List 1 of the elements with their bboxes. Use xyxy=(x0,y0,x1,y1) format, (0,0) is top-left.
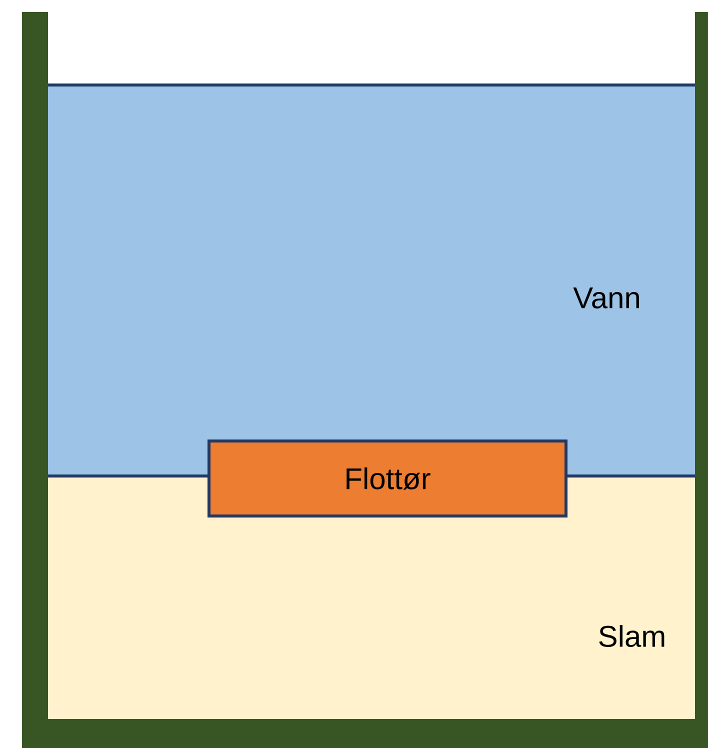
float-box: Flottør xyxy=(208,440,568,518)
